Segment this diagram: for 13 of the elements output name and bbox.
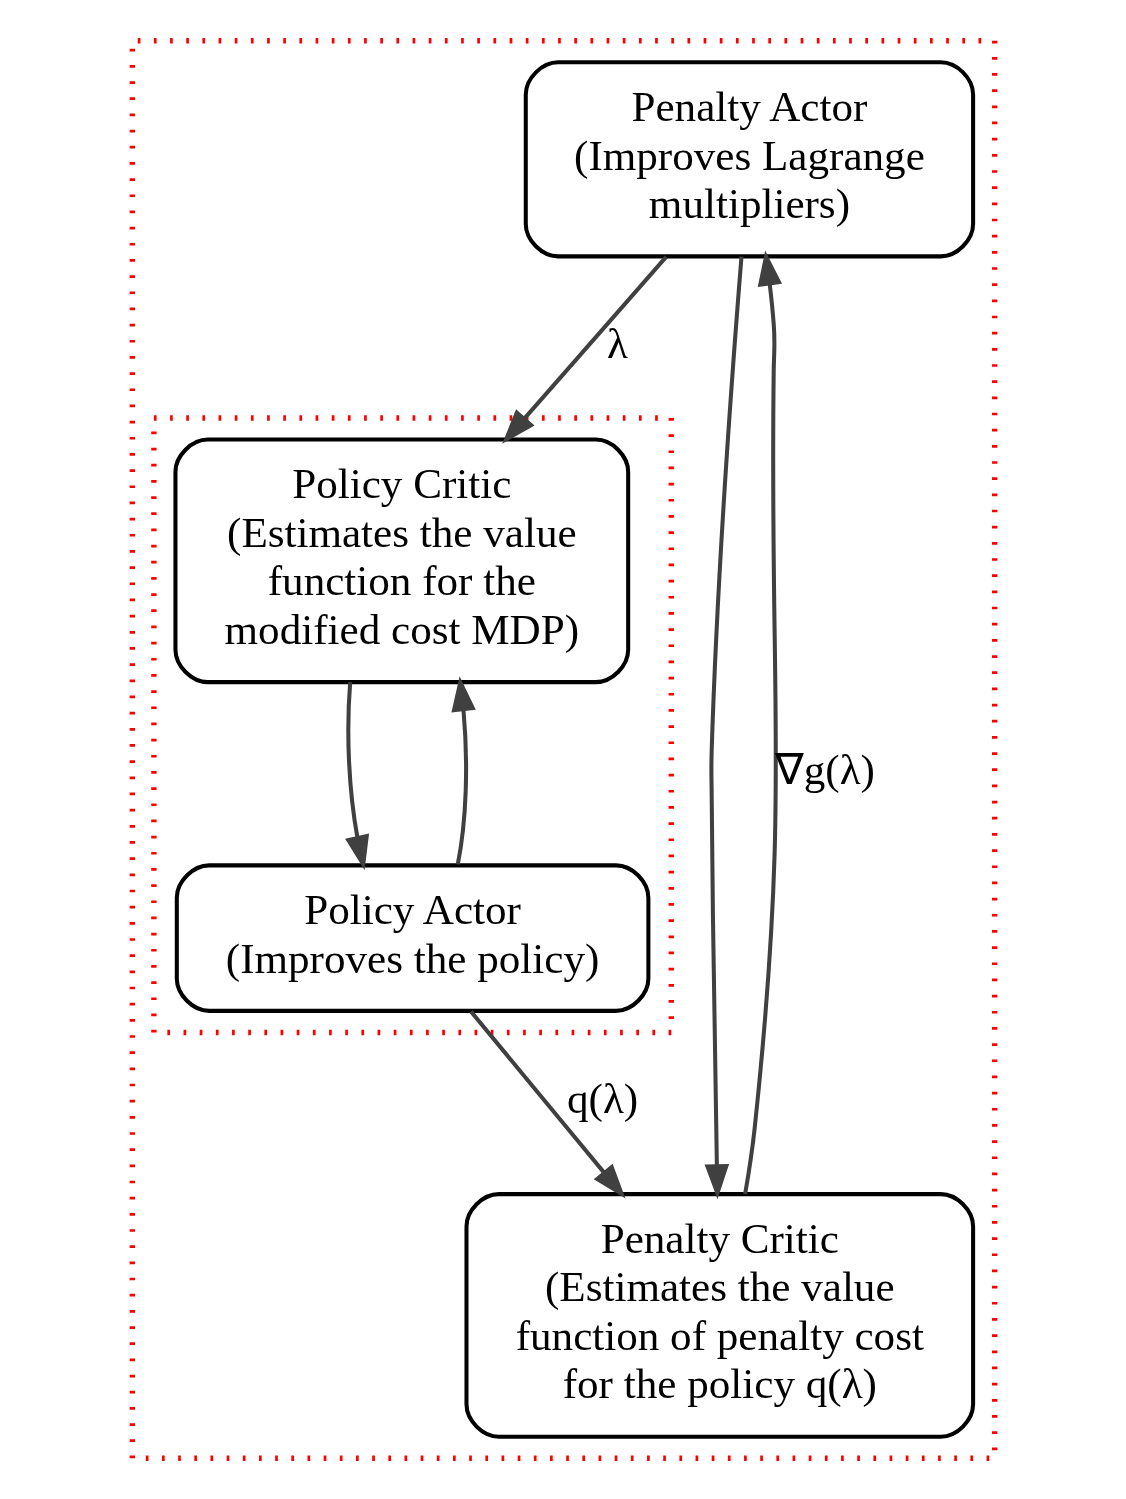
arrow (742, 250, 782, 1195)
node-box: Policy Critic (Estimates the value function for the modified cost MDP) (172, 437, 630, 685)
arrow (501, 255, 668, 444)
node-box: Policy Actor (Improves the policy) (174, 863, 650, 1013)
node-box: Penalty Critic (Estimates the value function of penalty cost for the policy q(λ) (463, 1192, 975, 1439)
edge-label: q(λ) (566, 1074, 638, 1122)
cluster (129, 38, 997, 1461)
node-box: Penalty Actor (Improves Lagrange multipliers) (523, 60, 975, 259)
edge-label: λ (606, 320, 628, 368)
arrow (450, 676, 476, 865)
cluster (150, 415, 674, 1036)
arrow (344, 682, 369, 871)
arrow (704, 256, 743, 1200)
